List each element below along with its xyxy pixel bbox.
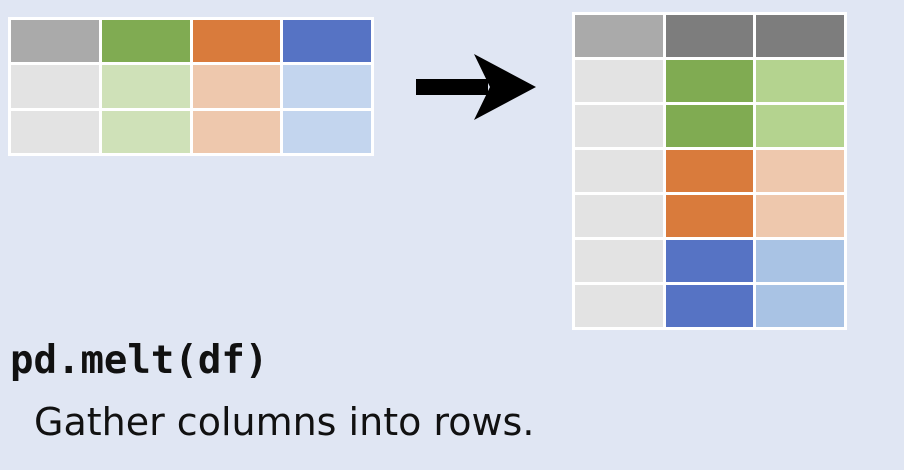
- table-cell: [283, 110, 371, 153]
- table-cell: [665, 105, 754, 147]
- table-cell: [756, 60, 844, 102]
- table-cell: [665, 150, 754, 192]
- table-cell: [575, 285, 663, 327]
- table-cell: [575, 150, 663, 192]
- table-cell: [575, 195, 663, 237]
- table-cell: [665, 195, 754, 237]
- table-cell: [756, 285, 844, 327]
- header-cell: [575, 15, 663, 57]
- table-cell: [192, 65, 281, 108]
- long-table: [572, 12, 847, 330]
- table-cell: [665, 240, 754, 282]
- table-cell: [283, 65, 371, 108]
- wide-table: [8, 17, 374, 156]
- right-arrow-icon: [416, 54, 536, 120]
- header-cell: [101, 20, 190, 63]
- header-cell: [756, 15, 844, 57]
- header-cell: [283, 20, 371, 63]
- table-cell: [756, 195, 844, 237]
- table-cell: [665, 60, 754, 102]
- table-cell: [756, 105, 844, 147]
- table-cell: [756, 240, 844, 282]
- table-cell: [756, 150, 844, 192]
- table-cell: [575, 60, 663, 102]
- header-cell: [11, 20, 99, 63]
- table-cell: [101, 110, 190, 153]
- table-cell: [11, 65, 99, 108]
- header-cell: [192, 20, 281, 63]
- table-cell: [575, 105, 663, 147]
- table-cell: [192, 110, 281, 153]
- header-cell: [665, 15, 754, 57]
- description-label: Gather columns into rows.: [34, 400, 535, 444]
- table-cell: [575, 240, 663, 282]
- table-cell: [11, 110, 99, 153]
- table-cell: [101, 65, 190, 108]
- table-cell: [665, 285, 754, 327]
- function-call-label: pd.melt(df): [10, 338, 269, 383]
